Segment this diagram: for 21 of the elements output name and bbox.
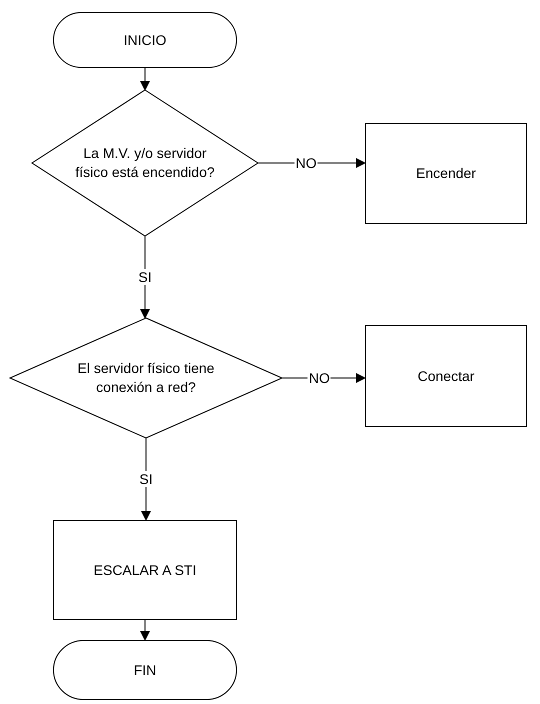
edge-label: SI [137, 269, 153, 285]
process-box [365, 123, 527, 224]
arrow [140, 68, 150, 91]
node-label: Conectar [418, 366, 474, 386]
arrow [140, 236, 150, 319]
process-box [365, 325, 527, 427]
arrow [140, 620, 150, 641]
arrow [258, 158, 366, 168]
node-label: La M.V. y/o servidor físico está encendido? [74, 144, 216, 182]
edge-label: NO [294, 155, 318, 171]
decision-diamond [32, 90, 258, 236]
edge-label: NO [308, 370, 331, 386]
decision-diamond [10, 318, 282, 438]
node-label: ESCALAR A STI [94, 560, 196, 580]
process-box [53, 520, 237, 620]
edge-label: SI [138, 471, 154, 487]
node-label: INICIO [124, 30, 166, 50]
node-label: El servidor físico tiene conexión a red? [76, 359, 216, 397]
node-label: FIN [134, 660, 156, 680]
node-label: Encender [416, 164, 476, 183]
arrow [141, 438, 151, 521]
